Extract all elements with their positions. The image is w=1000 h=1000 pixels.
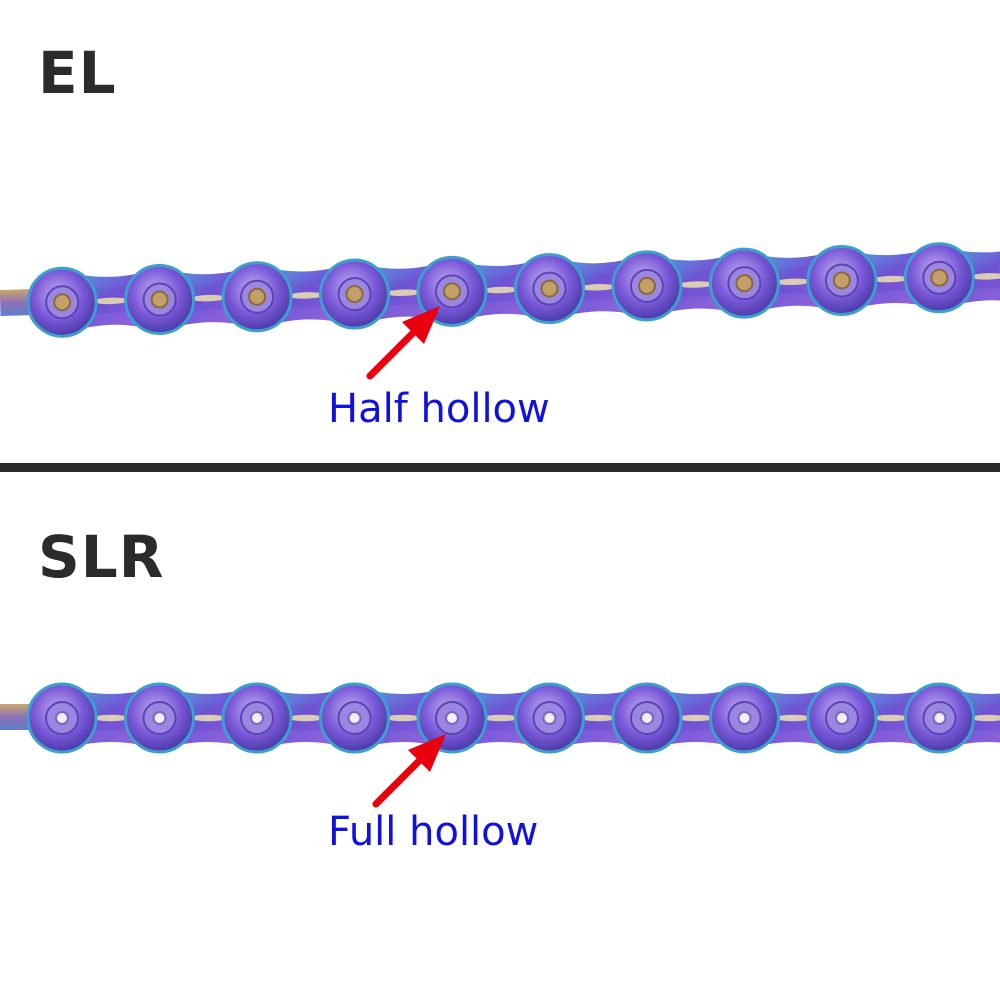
pin-hollow-half xyxy=(637,276,656,295)
pin-hollow-half xyxy=(735,274,754,293)
plate-slot xyxy=(677,281,714,288)
pin-hollow-half xyxy=(150,290,169,309)
plate-slot xyxy=(287,714,324,722)
plate-slot xyxy=(872,714,909,722)
pin-hollow-full xyxy=(250,711,264,725)
el-chain-links xyxy=(0,242,1000,338)
plate-slot xyxy=(385,289,422,296)
panel-title-el: EL xyxy=(38,39,117,107)
el-chain-image xyxy=(0,242,1000,338)
pin-hollow-half xyxy=(540,279,559,298)
el-chain-panel: EL xyxy=(0,0,1000,462)
red-arrow-icon xyxy=(366,306,440,380)
section-divider xyxy=(0,463,1000,472)
plate-slot xyxy=(482,714,519,722)
plate-slot xyxy=(482,286,519,294)
plate-slot xyxy=(872,275,909,283)
plate-slot xyxy=(580,284,617,291)
plate-slot xyxy=(287,292,324,299)
pin-hollow-full xyxy=(932,711,947,725)
slr-chain-links xyxy=(0,682,1000,754)
plate-slot xyxy=(190,294,227,302)
plate-slot xyxy=(970,714,1000,722)
plate-slot xyxy=(677,714,714,722)
pin-hollow-full xyxy=(445,711,459,725)
pin-hollow-full xyxy=(347,711,362,725)
pin-hollow-full xyxy=(542,711,557,725)
pin-hollow-half xyxy=(248,287,267,306)
pin-hollow-full xyxy=(737,711,752,725)
plate-slot xyxy=(580,714,617,722)
plate-slot xyxy=(970,273,1000,280)
panel-title-slr: SLR xyxy=(38,523,165,591)
plate-slot xyxy=(385,714,422,722)
pin-hollow-full xyxy=(640,711,654,725)
plate-slot xyxy=(775,278,812,286)
plate-slot xyxy=(190,714,227,722)
pin-hollow-full xyxy=(835,711,849,725)
pin-hollow-half xyxy=(443,282,462,301)
slr-chain-panel: SLR Full hollow xyxy=(0,472,1000,1000)
callout-half-hollow: Half hollow xyxy=(328,386,550,432)
slr-chain-image xyxy=(0,682,1000,754)
pin-hollow-half xyxy=(345,285,364,304)
plate-slot xyxy=(92,714,129,722)
red-arrow-icon xyxy=(372,734,446,808)
callout-full-hollow: Full hollow xyxy=(328,809,539,855)
plate-slot xyxy=(92,297,129,305)
pin-hollow-full xyxy=(152,711,167,725)
pin-hollow-half xyxy=(53,293,72,312)
pin-hollow-half xyxy=(930,268,949,287)
pin-hollow-full xyxy=(55,711,69,725)
pin-hollow-half xyxy=(832,271,851,290)
plate-slot xyxy=(775,714,812,722)
